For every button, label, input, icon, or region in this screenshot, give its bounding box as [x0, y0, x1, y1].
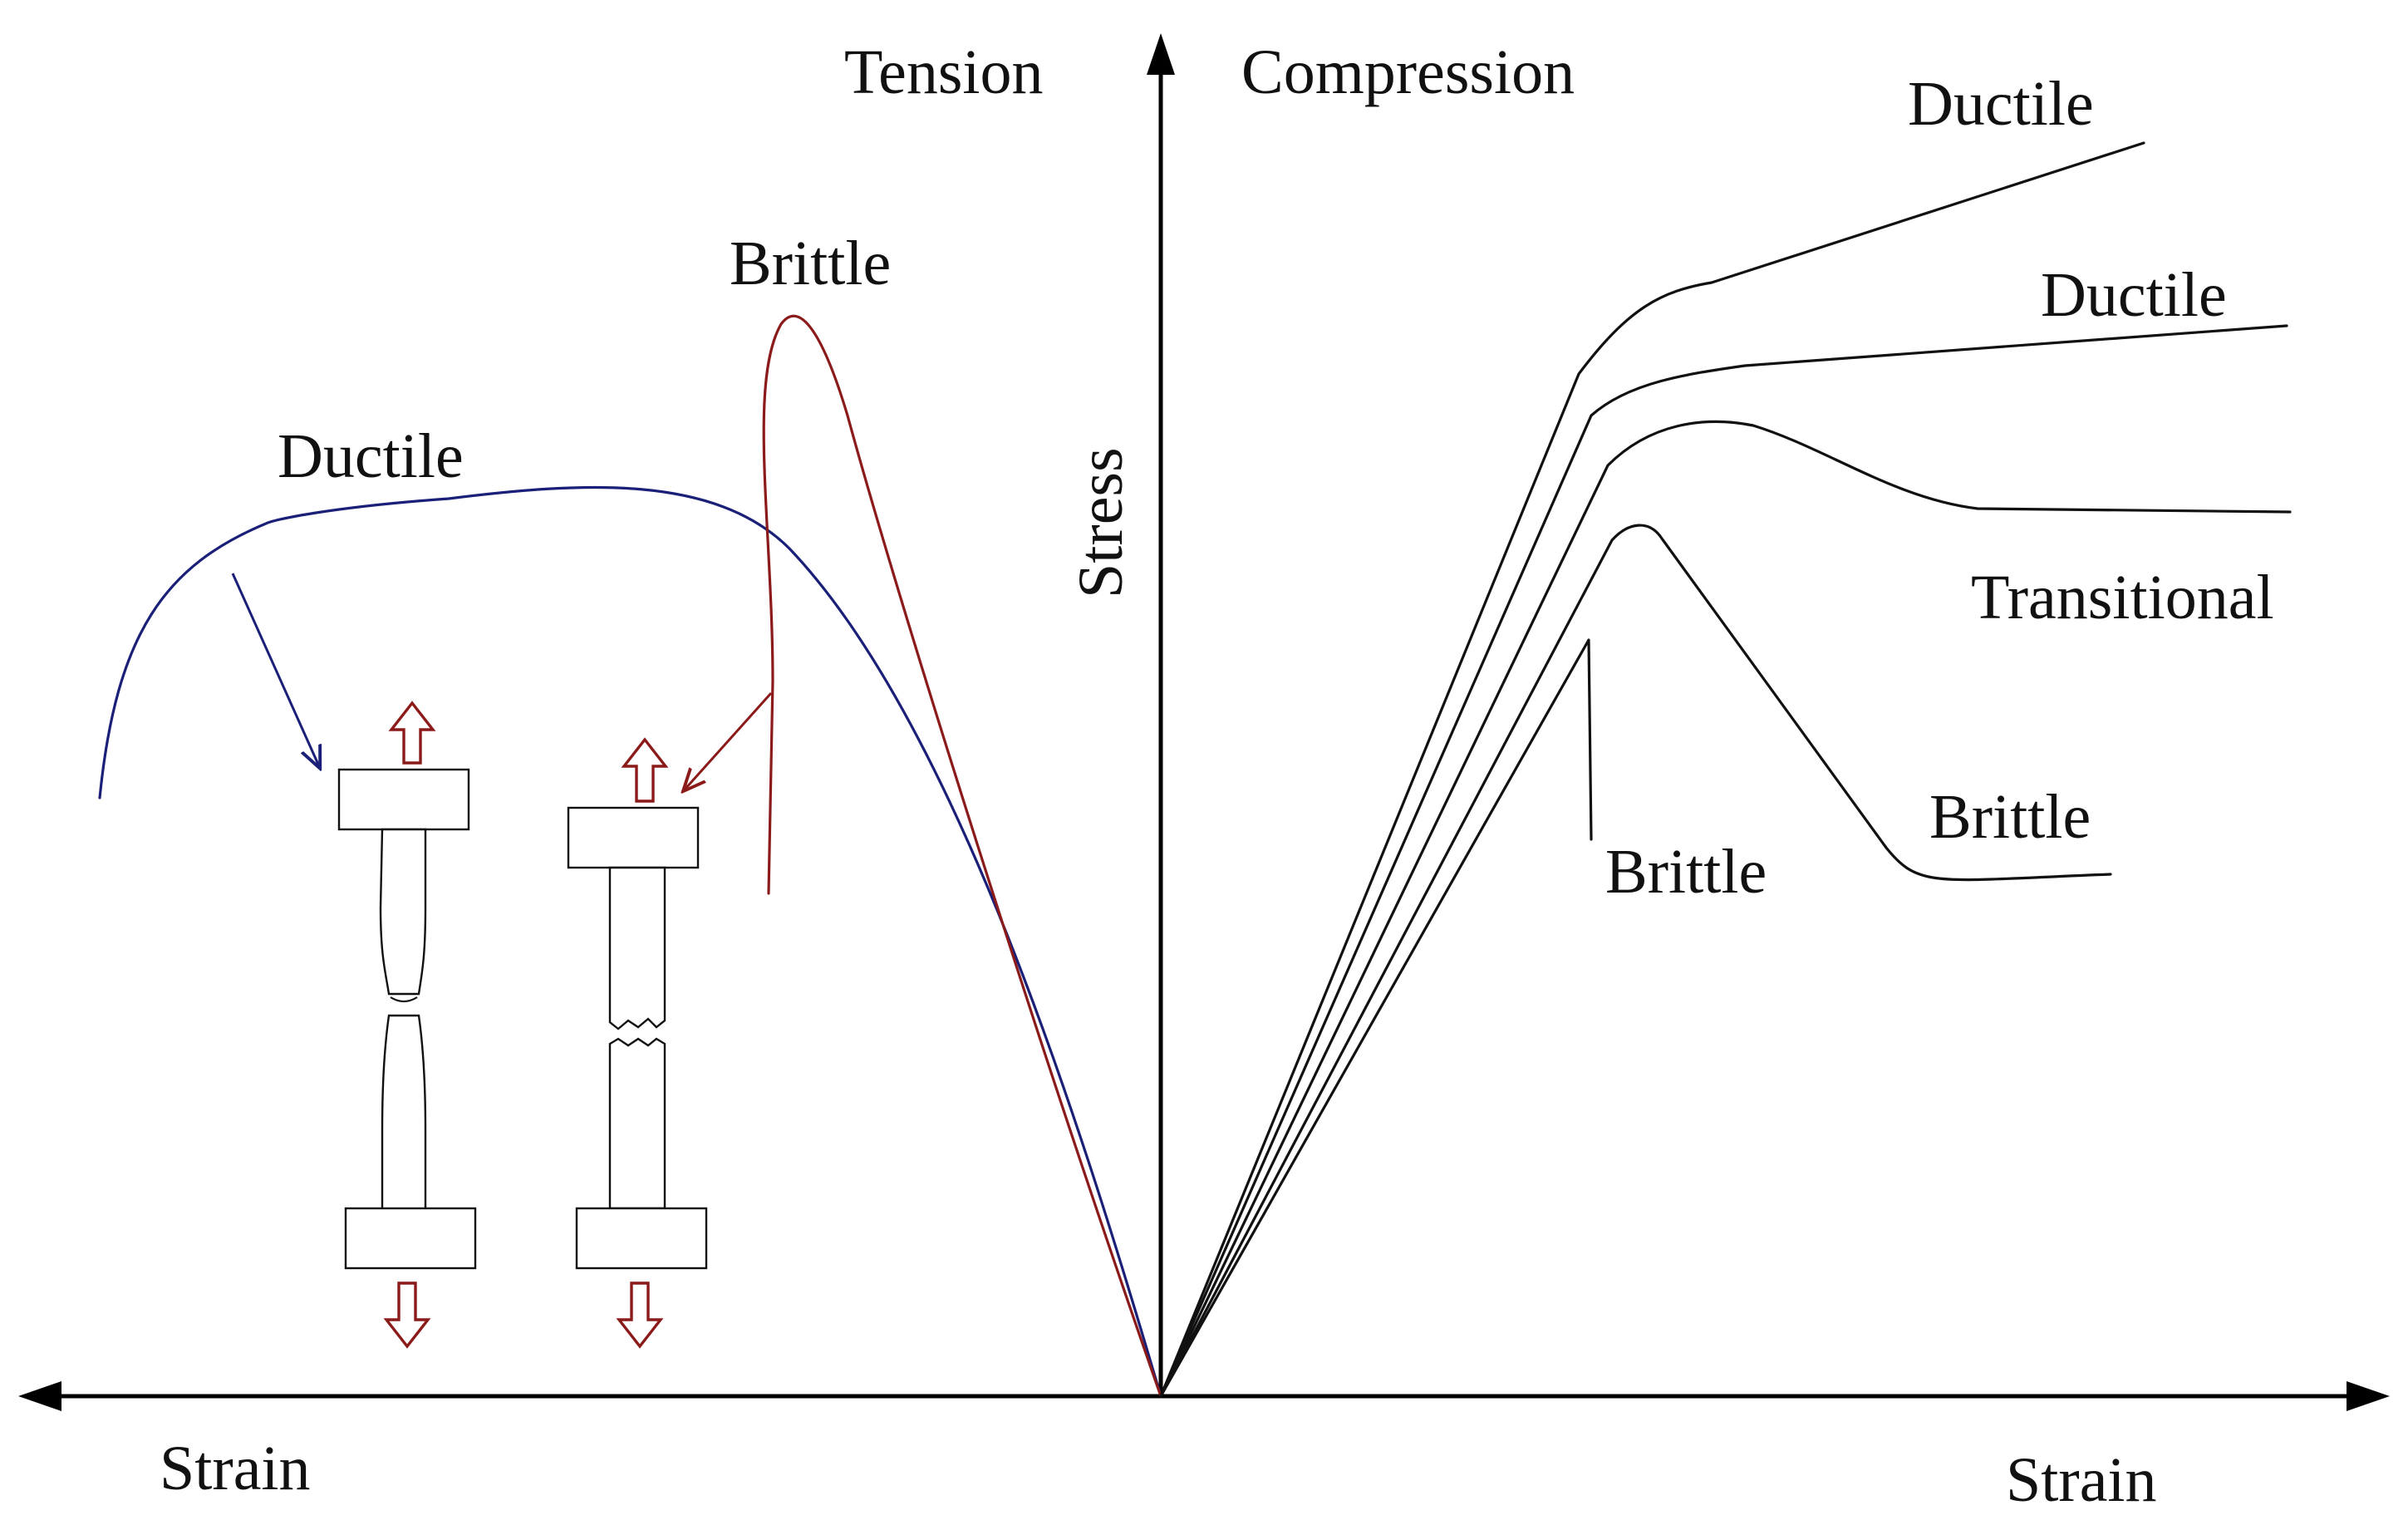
ductile-specimen-top-grip: [337, 768, 470, 831]
brittle-specimen-bottom-grip: [575, 1207, 708, 1270]
compression-curves: [1159, 141, 2292, 1398]
brittle-pointer-arrow: [685, 691, 773, 790]
ductile-specimen: [337, 701, 477, 1349]
compression-brittle-label-1: Brittle: [1929, 782, 2091, 852]
compression-ductile-curve-2: [1159, 324, 2288, 1398]
brittle-specimen-top-grip: [567, 806, 700, 869]
strain-axis-left-arrowhead: [18, 1381, 61, 1411]
strain-axis-right-arrowhead: [2347, 1381, 2390, 1411]
compression-transitional-curve: [1159, 420, 2292, 1398]
compression-brittle-curve-1: [1159, 524, 2112, 1398]
compression-transitional-label: Transitional: [1971, 563, 2274, 632]
ductile-specimen-top-load-arrow: [388, 701, 436, 765]
tension-label: Tension: [844, 37, 1044, 107]
ductile-tension-label: Ductile: [278, 421, 464, 491]
strain-axis-label-left: Strain: [160, 1434, 311, 1503]
compression-brittle-curve-2: [1159, 638, 1593, 1398]
ductile-specimen-bottom-load-arrow: [383, 1281, 431, 1349]
ductile-specimen-upper-half: [379, 828, 427, 996]
strain-axis-label-right: Strain: [2006, 1445, 2157, 1515]
ductile-specimen-bottom-grip: [344, 1207, 477, 1270]
brittle-specimen-upper-half: [608, 866, 666, 1031]
stress-axis-label: Stress: [1066, 447, 1136, 598]
ductile-pointer-arrow: [231, 573, 319, 766]
ductile-specimen-lower-half: [381, 1014, 427, 1213]
stress-axis-arrowhead: [1147, 33, 1175, 75]
ductile-specimen-fracture: [390, 996, 418, 1003]
brittle-specimen-bottom-load-arrow: [616, 1281, 664, 1349]
brittle-specimen: [567, 737, 708, 1349]
compression-label: Compression: [1241, 37, 1575, 107]
brittle-tension-label: Brittle: [730, 229, 891, 298]
axes: [18, 33, 2390, 1411]
ductile-tension-curve: [98, 485, 1162, 1398]
brittle-specimen-top-load-arrow: [621, 737, 669, 803]
brittle-tension-curve: [762, 314, 1162, 1398]
brittle-specimen-lower-half: [608, 1037, 666, 1210]
compression-ductile-label-2: Ductile: [2041, 260, 2227, 330]
compression-ductile-label-1: Ductile: [1908, 69, 2094, 139]
compression-brittle-label-2: Brittle: [1605, 837, 1767, 907]
compression-ductile-curve-1: [1159, 141, 2145, 1398]
